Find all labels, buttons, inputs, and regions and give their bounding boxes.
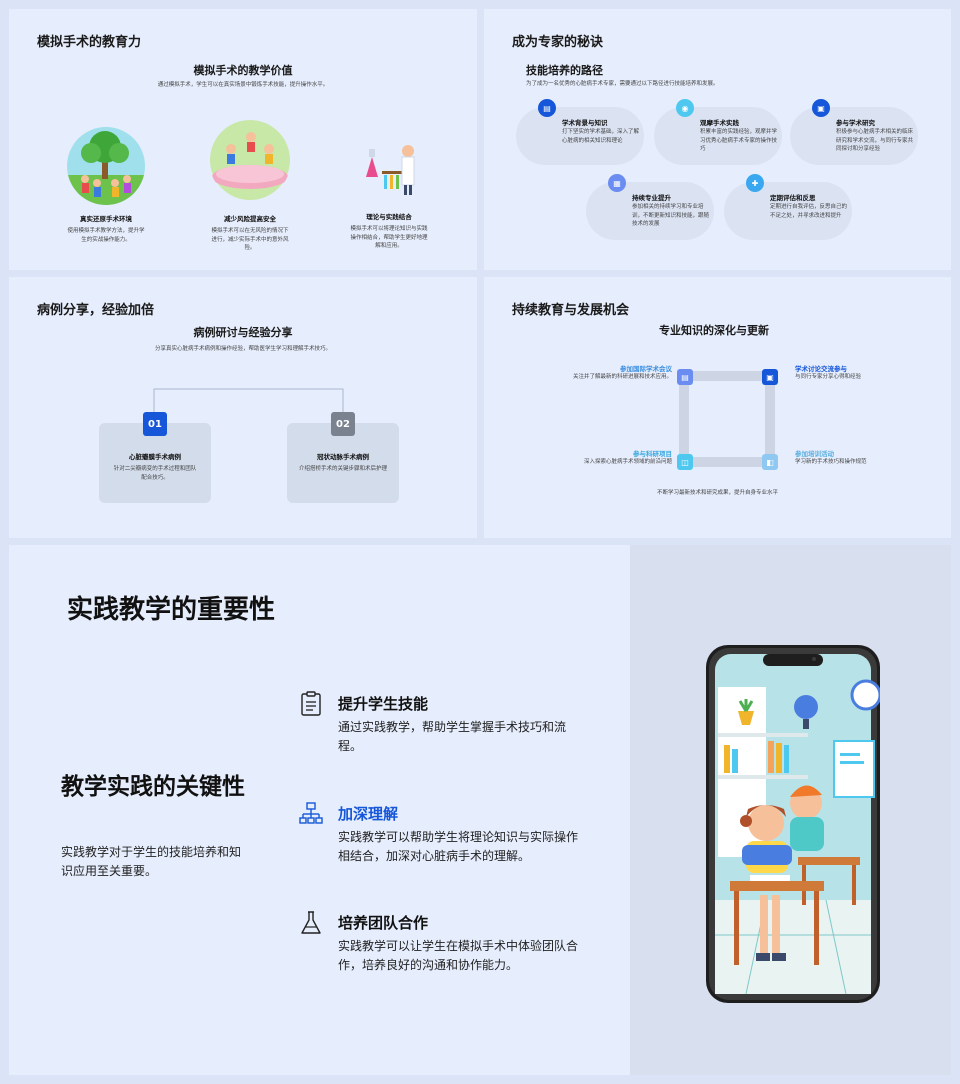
hierarchy-icon [299, 802, 323, 824]
slide-title: 实践教学的重要性 [67, 595, 276, 625]
slide-desc: 为了成为一名优秀的心脏病手术专家，需要通过以下路径进行技能培养和发展。 [526, 81, 719, 87]
case-number-badge: 01 [143, 412, 167, 436]
node-training: 参加培训活动 学习新的手术技巧和操作规范 [795, 448, 935, 467]
column-desc: 模拟手术可以在无风险的情况下进行，减少实际手术中的意外风险。 [211, 228, 289, 252]
conference-icon: ▤ [677, 369, 693, 385]
left-description: 实践教学对于学生的技能培养和知识应用至关重要。 [61, 845, 242, 879]
path-item-title: 学术背景与知识 [562, 119, 608, 127]
connector-lines [153, 388, 344, 412]
path-item-observe: ◉ 观摩手术实践 积累丰富的实践经验，观摩并学习优秀心脏病手术专家的操作技巧 [654, 99, 782, 165]
slide-footer: 不断学习最新技术和研究成果，提升自身专业水平 [656, 490, 778, 496]
path-item-title: 观摩手术实践 [700, 119, 739, 127]
slide-desc: 通过模拟手术，学生可以在真实场景中锻炼手术技能，提升操作水平。 [157, 82, 329, 88]
node-research: 参与科研项目 深入探索心脏病手术领域的前沿问题 [542, 448, 672, 467]
flask-icon [301, 911, 321, 934]
case-card-title: 心脏瓣膜手术病例 [129, 453, 181, 461]
slide-thumb-expert[interactable]: 成为专家的秘诀 技能培养的路径 为了成为一名优秀的心脏病手术专家，需要通过以下路… [484, 9, 951, 270]
chart-icon: ▦ [608, 174, 626, 192]
node-title: 学术讨论交流参与 [795, 365, 847, 373]
discussion-icon: ▣ [762, 369, 778, 385]
point-desc: 实践教学可以让学生在模拟手术中体验团队合作，培养良好的沟通和协作能力。 [338, 939, 579, 972]
path-item-title: 参与学术研究 [836, 119, 875, 127]
slide-thumb-education[interactable]: 持续教育与发展机会 专业知识的深化与更新 ▤ ▣ ◫ ◧ 参加国际学术会议 关注… [484, 277, 951, 538]
square-connector [679, 371, 775, 467]
slide-title: 病例分享，经验加倍 [37, 303, 155, 318]
case-card-desc: 介绍搭桥手术的关键步骤和术后护理 [299, 466, 388, 472]
column-title: 减少风险提高安全 [224, 215, 276, 223]
path-item-reflect: ✚ 定期评估和反思 定期进行自我评估，反思自己的不足之处，并寻求改进和提升 [724, 174, 852, 240]
phone-mockup [706, 645, 882, 1003]
node-desc: 学习新的手术技巧和操作规范 [795, 459, 867, 465]
trampoline-illustration [209, 119, 291, 201]
path-item-desc: 定期进行自我评估，反思自己的不足之处，并寻求改进和提升 [770, 204, 848, 219]
node-desc: 深入探索心脏病手术领域的前沿问题 [583, 459, 672, 465]
column-desc: 模拟手术可以将理论知识与实践操作相结合，帮助学生更好地理解和应用。 [350, 226, 428, 250]
node-title: 参与科研项目 [633, 450, 672, 458]
slide-subtitle: 病例研讨与经验分享 [193, 326, 293, 339]
column-title: 理论与实践结合 [366, 213, 412, 221]
research-icon: ◫ [677, 454, 693, 470]
point-title: 培养团队合作 [338, 914, 429, 932]
path-item-desc: 打下坚实的学术基础，深入了解心脏病的相关知识和理论 [562, 129, 640, 144]
left-heading: 教学实践的关键性 [61, 774, 245, 800]
column-safety: 减少风险提高安全 模拟手术可以在无风险的情况下进行，减少实际手术中的意外风险。 [195, 119, 305, 253]
lab-scientist-illustration [356, 137, 422, 203]
path-item-title: 持续专业提升 [632, 194, 671, 202]
kids-playground-illustration [67, 127, 145, 205]
slide-subtitle: 专业知识的深化与更新 [659, 324, 769, 337]
path-item-desc: 积累丰富的实践经验，观摩并学习优秀心脏病手术专家的操作技巧 [700, 129, 778, 153]
path-item-desc: 参加相关的持续学习和专业培训，不断更新知识和技能，跟随技术的发展 [632, 204, 710, 228]
slide-main-practice[interactable]: 实践教学的重要性 教学实践的关键性 实践教学对于学生的技能培养和知识应用至关重要… [9, 545, 951, 1075]
column-theory-practice: 理论与实践结合 模拟手术可以将理论知识与实践操作相结合，帮助学生更好地理解和应用… [334, 137, 444, 251]
path-item-academic: ▤ 学术背景与知识 打下坚实的学术基础，深入了解心脏病的相关知识和理论 [516, 99, 644, 165]
point-desc: 实践教学可以帮助学生将理论知识与实际操作相结合，加深对心脏病手术的理解。 [338, 830, 579, 863]
training-icon: ◧ [762, 454, 778, 470]
slide-thumb-simulation[interactable]: 模拟手术的教育力 模拟手术的教学价值 通过模拟手术，学生可以在真实场景中锻炼手术… [9, 9, 477, 270]
path-item-title: 定期评估和反思 [770, 194, 816, 202]
node-discussion: 学术讨论交流参与 与同行专家分享心得和经验 [795, 363, 935, 382]
path-item-desc: 积极参与心脏病手术相关的临床研究和学术交流，与同行专家共同探讨和分享经验 [836, 129, 914, 153]
clipboard-icon [301, 691, 321, 716]
puzzle-icon: ✚ [746, 174, 764, 192]
point-desc: 通过实践教学，帮助学生掌握手术技巧和流程。 [338, 720, 567, 753]
path-item-improve: ▦ 持续专业提升 参加相关的持续学习和专业培训，不断更新知识和技能，跟随技术的发… [586, 174, 714, 240]
column-real-env: 真实还原手术环境 使用模拟手术教学方法，提升学生的实战操作能力。 [51, 127, 161, 244]
eye-icon: ◉ [676, 99, 694, 117]
point-understanding: 加深理解 实践教学可以帮助学生将理论知识与实际操作相结合，加深对心脏病手术的理解… [299, 801, 589, 871]
slide-title: 模拟手术的教育力 [37, 35, 142, 50]
point-skill: 提升学生技能 通过实践教学，帮助学生掌握手术技巧和流程。 [299, 691, 589, 753]
case-card-desc: 针对二尖瓣病变的手术过程和团队配合技巧。 [113, 466, 197, 481]
point-teamwork: 培养团队合作 实践教学可以让学生在模拟手术中体验团队合作，培养良好的沟通和协作能… [299, 910, 589, 980]
node-desc: 与同行专家分享心得和经验 [795, 374, 862, 380]
case-card-coronary: 冠状动脉手术病例 介绍搭桥手术的关键步骤和术后护理 [287, 423, 399, 503]
slide-thumb-cases[interactable]: 病例分享，经验加倍 病例研讨与经验分享 分享真实心脏病手术病例和操作经验，帮助医… [9, 277, 477, 538]
slide-subtitle: 技能培养的路径 [526, 64, 603, 77]
classroom-illustration [706, 645, 882, 1003]
column-title: 真实还原手术环境 [80, 215, 132, 223]
point-title: 加深理解 [338, 805, 399, 823]
case-card-title: 冠状动脉手术病例 [317, 453, 369, 461]
case-card-valve: 心脏瓣膜手术病例 针对二尖瓣病变的手术过程和团队配合技巧。 [99, 423, 211, 503]
point-title: 提升学生技能 [338, 695, 429, 713]
node-title: 参加国际学术会议 [620, 365, 672, 373]
slide-title: 持续教育与发展机会 [512, 303, 630, 318]
slide-title: 成为专家的秘诀 [512, 35, 604, 50]
column-desc: 使用模拟手术教学方法，提升学生的实战操作能力。 [67, 228, 145, 243]
chat-icon: ▣ [812, 99, 830, 117]
node-conference: 参加国际学术会议 关注并了解最新的科研进展和技术应用。 [542, 363, 672, 382]
node-desc: 关注并了解最新的科研进展和技术应用。 [572, 374, 672, 380]
slide-subtitle: 模拟手术的教学价值 [193, 64, 293, 77]
slide-desc: 分享真实心脏病手术病例和操作经验，帮助医学生学习和理解手术技巧。 [154, 346, 331, 352]
path-item-research: ▣ 参与学术研究 积极参与心脏病手术相关的临床研究和学术交流，与同行专家共同探讨… [790, 99, 918, 165]
case-number-badge: 02 [331, 412, 355, 436]
node-title: 参加培训活动 [795, 450, 834, 458]
book-icon: ▤ [538, 99, 556, 117]
